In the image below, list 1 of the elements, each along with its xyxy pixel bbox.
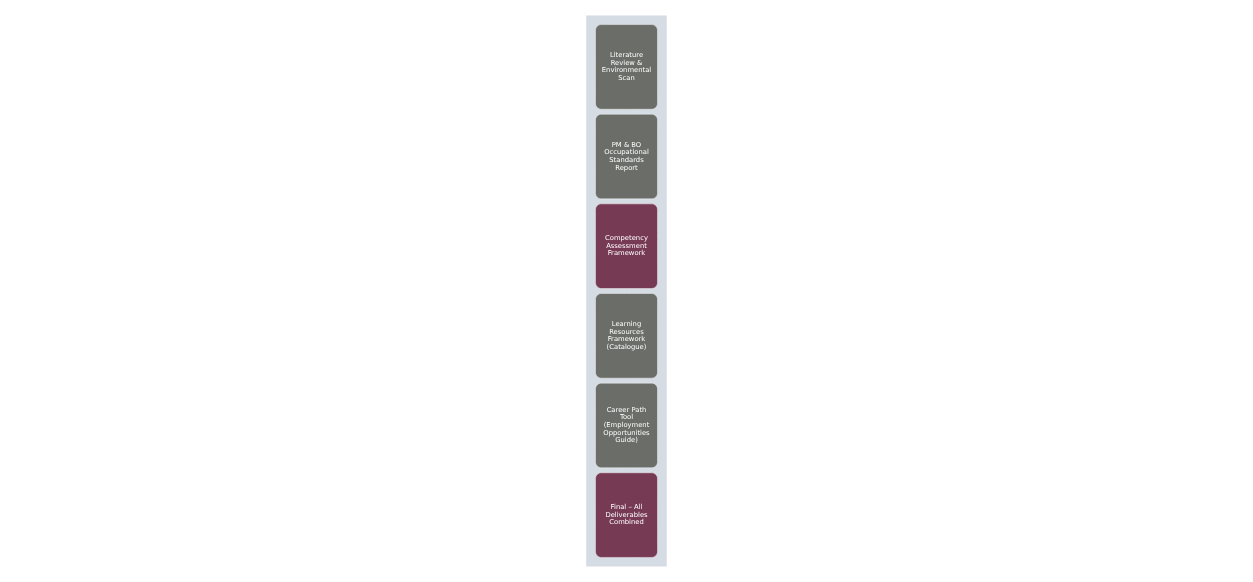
cluster [586, 15, 667, 567]
